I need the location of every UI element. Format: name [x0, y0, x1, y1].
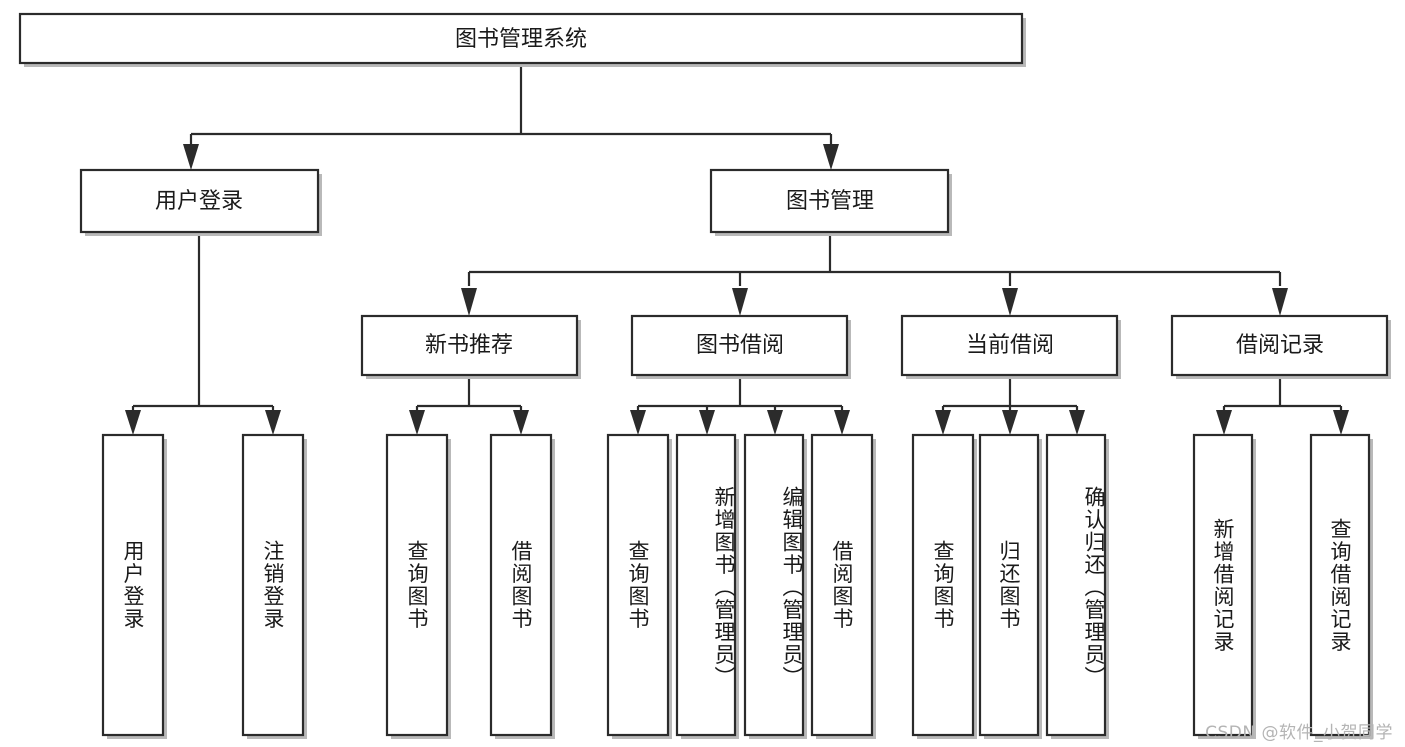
leaf-node-query-record[interactable] — [1309, 433, 1373, 739]
new-book-recommend-label: 新书推荐 — [425, 333, 513, 358]
leaf-node-query-book-1[interactable] — [385, 433, 451, 739]
connector-bookborrow-to-bus — [636, 375, 844, 414]
book-borrow-box[interactable] — [630, 314, 849, 377]
leaf-logout-login-box[interactable] — [241, 433, 305, 737]
current-borrow-label: 当前借阅 — [966, 333, 1054, 358]
leaf-node-query-book-3[interactable] — [911, 433, 977, 739]
borrow-record-label: 借阅记录 — [1236, 333, 1324, 358]
arrowhead-book-management — [823, 144, 839, 170]
leaf-user-login-box[interactable] — [101, 433, 165, 737]
book-management-box[interactable] — [709, 168, 950, 234]
arrowhead-book-borrow — [732, 288, 748, 316]
leaf-node-borrow-book-2[interactable] — [810, 433, 876, 739]
arrowhead-leaf-return-book — [1002, 410, 1018, 435]
arrowhead-leaf-borrow-book-1 — [513, 410, 529, 435]
user-login-box[interactable] — [79, 168, 320, 234]
connector-borrowrecord-to-bus — [1222, 375, 1343, 414]
new-book-recommend-box[interactable] — [360, 314, 579, 377]
borrow-record-box[interactable] — [1170, 314, 1389, 377]
node-borrow-record[interactable]: 借阅记录 — [1170, 314, 1391, 379]
leaf-edit-book-box[interactable] — [743, 433, 805, 737]
leaf-node-logout-login[interactable] — [241, 433, 307, 739]
node-user-login[interactable]: 用户登录 — [79, 168, 322, 236]
leaf-return-book-box[interactable] — [978, 433, 1040, 737]
arrowhead-borrow-record — [1272, 288, 1288, 316]
leaf-query-record-box[interactable] — [1309, 433, 1371, 737]
node-book-management[interactable]: 图书管理 — [709, 168, 952, 236]
connector-userlogin-to-bus — [131, 232, 275, 414]
arrowhead-new-book-recommend — [461, 288, 477, 316]
leaf-node-borrow-book-1[interactable] — [489, 433, 555, 739]
arrowhead-current-borrow — [1002, 288, 1018, 316]
arrowhead-leaf-query-book-1 — [409, 410, 425, 435]
current-borrow-box[interactable] — [900, 314, 1119, 377]
leaf-node-add-record[interactable] — [1192, 433, 1256, 739]
arrowhead-leaf-borrow-book-2 — [834, 410, 850, 435]
connector-newbook-to-bus — [415, 375, 523, 414]
book-management-label: 图书管理 — [786, 189, 874, 214]
arrowhead-leaf-edit-book — [767, 410, 783, 435]
leaf-node-return-book[interactable] — [978, 433, 1042, 739]
leaf-add-book-box[interactable] — [675, 433, 737, 737]
leaf-node-query-book-2[interactable] — [606, 433, 672, 739]
arrowhead-leaf-add-book — [699, 410, 715, 435]
arrowhead-leaf-query-book-3 — [935, 410, 951, 435]
leaf-add-record-box[interactable] — [1192, 433, 1254, 737]
leaf-borrow-book-2-box[interactable] — [810, 433, 874, 737]
leaf-node-add-book[interactable] — [675, 433, 739, 739]
leaf-borrow-book-1-box[interactable] — [489, 433, 553, 737]
arrowhead-leaf-confirm-return — [1069, 410, 1085, 435]
csdn-watermark: CSDN @软件_小贺同学 — [1205, 723, 1393, 743]
node-root[interactable]: 图书管理系统 — [18, 12, 1026, 67]
connector-root-to-bus — [189, 63, 833, 150]
arrowhead-user-login — [183, 144, 199, 170]
arrowhead-leaf-add-record — [1216, 410, 1232, 435]
leaf-query-book-2-box[interactable] — [606, 433, 670, 737]
leaf-node-user-login[interactable] — [101, 433, 167, 739]
user-login-label: 用户登录 — [155, 189, 243, 214]
arrowhead-leaf-query-book-2 — [630, 410, 646, 435]
node-new-book-recommend[interactable]: 新书推荐 — [360, 314, 581, 379]
book-borrow-label: 图书借阅 — [696, 333, 784, 358]
root-label: 图书管理系统 — [455, 27, 587, 52]
root-box[interactable] — [18, 12, 1024, 65]
connector-bookmgmt-to-bus — [467, 232, 1282, 286]
connectors-layer — [125, 63, 1349, 435]
arrowhead-leaf-logout-login — [265, 410, 281, 435]
arrowhead-leaf-user-login — [125, 410, 141, 435]
leaf-confirm-return-box[interactable] — [1045, 433, 1107, 737]
leaf-query-book-3-box[interactable] — [911, 433, 975, 737]
nodes-layer: 图书管理系统 用户登录 图书管理 新书推荐 — [18, 12, 1391, 739]
node-book-borrow[interactable]: 图书借阅 — [630, 314, 851, 379]
leaf-node-edit-book[interactable] — [743, 433, 807, 739]
leaf-node-confirm-return[interactable] — [1045, 433, 1109, 739]
node-current-borrow[interactable]: 当前借阅 — [900, 314, 1121, 379]
connector-currentborrow-to-bus — [941, 375, 1079, 414]
arrowhead-leaf-query-record — [1333, 410, 1349, 435]
leaf-query-book-1-box[interactable] — [385, 433, 449, 737]
